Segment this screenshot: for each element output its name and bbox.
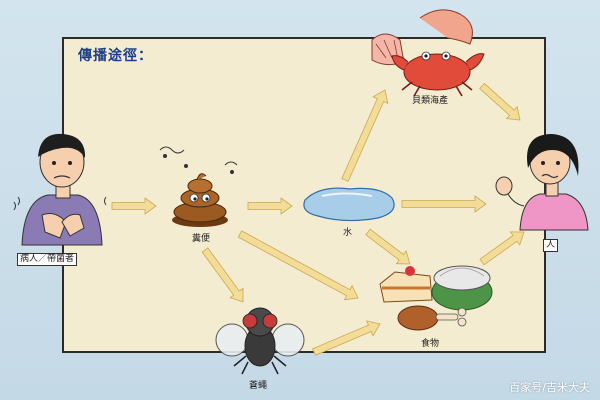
patient-label: 病人／帶菌者 (17, 253, 78, 266)
water-label: 水 (343, 228, 353, 238)
arrow-water-to-shellfish (341, 89, 389, 182)
water-puddle-icon (303, 187, 395, 222)
arrow-water-to-person (401, 195, 487, 213)
feces-icon (159, 146, 238, 227)
food-label: 食物 (421, 339, 440, 349)
sick-person-icon (13, 133, 107, 246)
shellfish-label: 貝類海產 (412, 96, 449, 106)
fly-icon (215, 307, 305, 375)
arrow-food-to-person (479, 231, 525, 266)
fly-label: 蒼蠅 (249, 381, 268, 391)
worried-person-icon (495, 134, 589, 231)
arrow-feces-to-water (247, 197, 293, 215)
arrow-fly-to-food (312, 320, 381, 356)
feces-label: 糞便 (192, 234, 211, 244)
shellfish-icon (371, 9, 485, 97)
page-title: 傳播途徑： (78, 48, 153, 64)
arrow-patient-to-feces (111, 197, 157, 215)
arrow-feces-to-food (237, 230, 359, 301)
arrow-shellfish-to-person (479, 82, 521, 121)
watermark: 百家号/吉米大夫 (509, 381, 590, 394)
arrow-feces-to-fly (201, 247, 244, 303)
arrow-water-to-food (365, 228, 411, 265)
food-icon (379, 265, 493, 331)
person-label: 人 (543, 239, 559, 252)
arrows-group (111, 82, 525, 356)
